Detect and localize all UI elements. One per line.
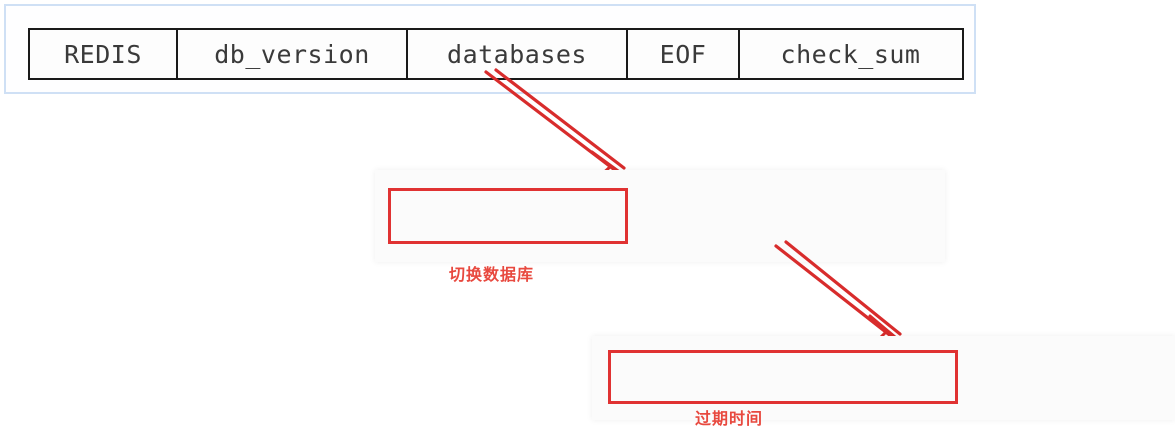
- cell-eof: EOF: [628, 30, 740, 78]
- rdb-file-strip: REDIS db_version databases EOF check_sum: [28, 28, 964, 80]
- cell-db-version: db_version: [178, 30, 408, 78]
- annotation-expire-time: 过期时间: [695, 409, 764, 428]
- key-value-pair-container: EXPIRETIME_MS ms TYPE key: [592, 336, 1175, 420]
- database-section-container: SELECTDB 0 key_value_pairs: [375, 170, 1175, 412]
- cell-databases: databases: [408, 30, 628, 78]
- cell-redis: REDIS: [30, 30, 178, 78]
- annotation-switch-database: 切换数据库: [449, 265, 535, 284]
- rdb-file-container: REDIS db_version databases EOF check_sum: [4, 4, 976, 94]
- cell-check-sum: check_sum: [740, 30, 961, 78]
